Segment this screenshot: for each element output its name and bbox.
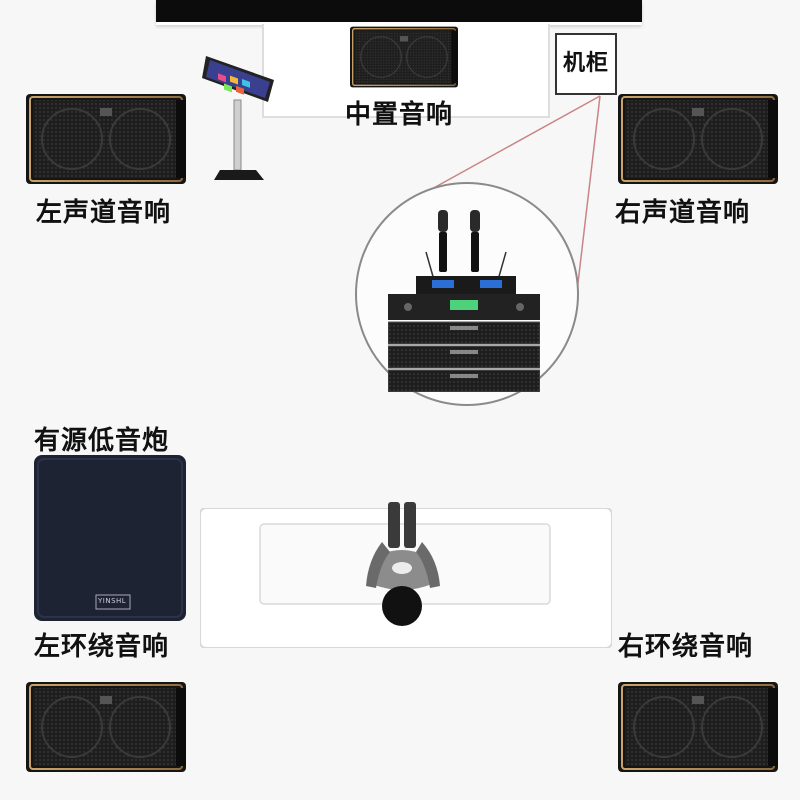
subwoofer-icon [34,455,186,621]
right-front-speaker-icon [618,94,778,184]
left-front-speaker-icon [26,94,186,184]
left-surround-speaker-label: 左环绕音响 [34,632,170,662]
tv-screen-bar [156,0,642,25]
amplifier-icon [388,210,540,392]
subwoofer-label: 有源低音炮 [34,426,170,456]
center-speaker-label: 中置音响 [345,100,454,130]
microphone-icon [438,210,480,272]
karaoke-touchscreen-icon [202,56,274,180]
left-front-speaker-label: 左声道音响 [36,198,172,228]
left-surround-speaker-icon [26,682,186,772]
person-icon [366,502,440,626]
right-front-speaker-label: 右声道音响 [615,198,751,228]
right-surround-speaker-icon [618,682,778,772]
subwoofer-brand-badge: YINSHL [98,597,127,605]
cabinet-label: 机柜 [562,51,609,76]
cabinet-box: 机柜 [555,33,617,95]
right-surround-speaker-label: 右环绕音响 [618,632,754,662]
